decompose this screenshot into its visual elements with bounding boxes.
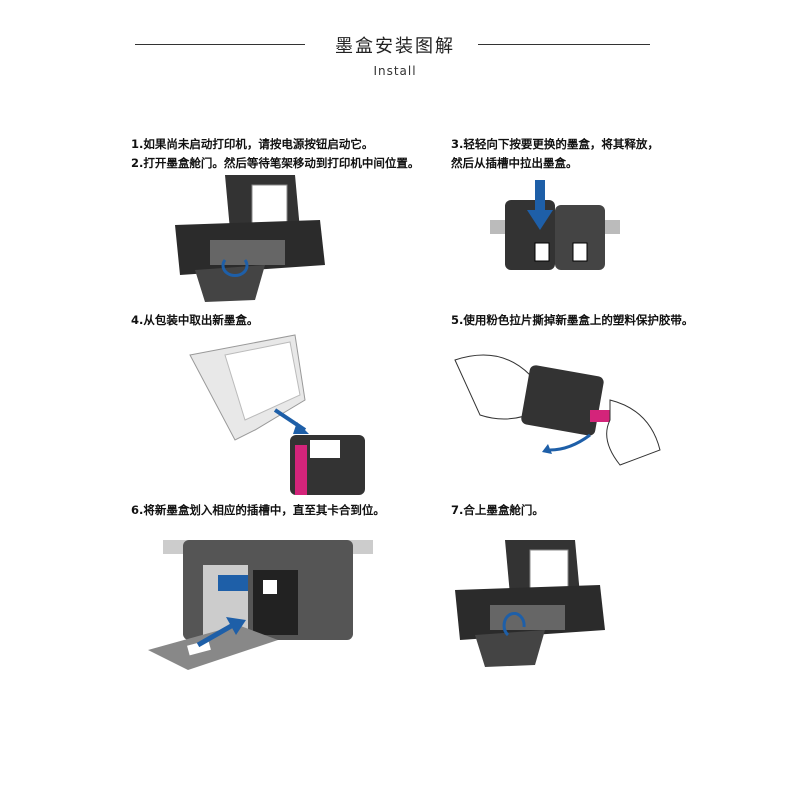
step-5: 5.使用粉色拉片撕掉新墨盒上的塑料保护胶带。	[451, 313, 694, 327]
insert-cartridge-illustration	[148, 540, 373, 670]
step-1: 1.如果尚未启动打印机，请按电源按钮启动它。	[131, 137, 374, 151]
step-6: 6.将新墨盒划入相应的插槽中，直至其卡合到位。	[131, 503, 385, 517]
printer-open-illustration	[175, 175, 325, 302]
title-rule-right	[478, 44, 650, 45]
step-3: 3.轻轻向下按要更换的墨盒，将其释放，	[451, 137, 659, 151]
page-subtitle: Install	[373, 64, 417, 78]
remove-tape-illustration	[454, 354, 661, 466]
cartridge-remove-illustration	[490, 180, 620, 270]
title-rule-left	[135, 44, 305, 45]
printer-close-illustration	[455, 540, 605, 667]
step-2: 2.打开墨盒舱门。然后等待笔架移动到打印机中间位置。	[131, 156, 420, 170]
step-4: 4.从包装中取出新墨盒。	[131, 313, 259, 327]
step-3-line2: 然后从插槽中拉出墨盒。	[451, 156, 578, 170]
cartridge-package-illustration	[189, 334, 365, 495]
page-title: 墨盒安装图解	[335, 36, 455, 57]
step-7: 7.合上墨盒舱门。	[451, 503, 544, 517]
